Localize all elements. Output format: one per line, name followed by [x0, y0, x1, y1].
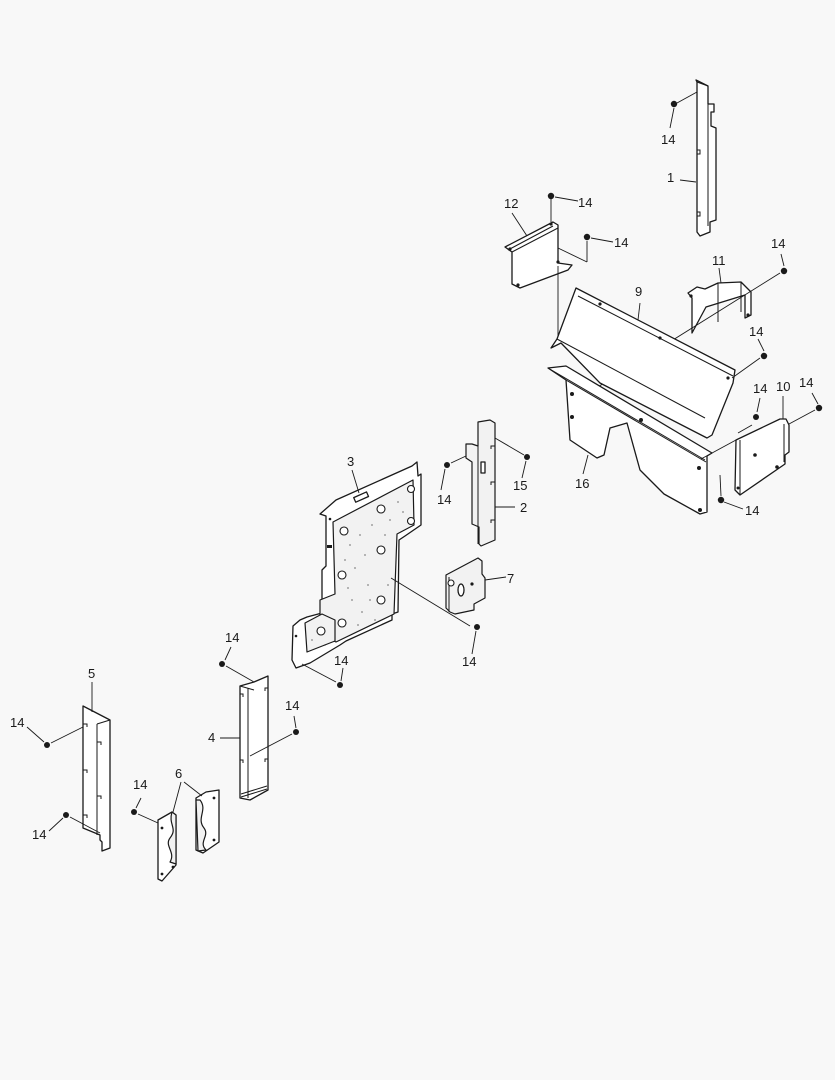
callout-label-part-10: 10 [776, 379, 790, 394]
callout-label-part-16: 16 [575, 476, 589, 491]
callout-label-screw-14: 14 [32, 827, 46, 842]
part-3-main-panel [291, 461, 471, 683]
part-7-small-plate [445, 557, 507, 615]
callout-label-screw-14: 14 [661, 132, 675, 147]
screw-icon [547, 192, 579, 222]
screw-icon [731, 338, 768, 379]
part-10-mount-plate [734, 396, 790, 496]
callout-label-screw-14: 14 [462, 654, 476, 669]
screw-icon [337, 667, 344, 688]
callout-label-screw-14: 14 [437, 492, 451, 507]
callout-label-part-3: 3 [347, 454, 354, 469]
screw-icon [521, 454, 530, 479]
part-12-top-bracket [504, 212, 573, 289]
callout-label-screw-14: 14 [771, 236, 785, 251]
part-11-corner-bracket [687, 267, 752, 334]
screw-icon [219, 646, 255, 683]
screw-icon [471, 624, 480, 655]
callout-label-part-4: 4 [208, 730, 215, 745]
callout-label-screw-14: 14 [799, 375, 813, 390]
stipple-texture [311, 501, 404, 646]
callout-label-screw-14: 14 [578, 195, 592, 210]
callout-label-part-15: 15 [513, 478, 527, 493]
callout-label-part-11: 11 [712, 253, 726, 268]
callout-label-part-6: 6 [175, 766, 182, 781]
part-5-vertical-rail [82, 682, 111, 852]
callout-label-part-7: 7 [507, 571, 514, 586]
screw-icon [557, 233, 614, 263]
screw-icon [788, 392, 823, 425]
screw-icon [753, 397, 761, 420]
screw-icon [249, 715, 299, 757]
callout-label-part-12: 12 [504, 196, 518, 211]
callout-label-screw-14: 14 [225, 630, 239, 645]
part-2-vertical-bracket [465, 419, 525, 547]
screw-icon [440, 455, 467, 491]
screw-icon [131, 797, 159, 824]
part-6-cable-clamp-pair [157, 781, 220, 882]
callout-label-screw-14: 14 [753, 381, 767, 396]
part-1-vertical-rail [676, 79, 717, 237]
screw-icon [48, 812, 101, 834]
screw-icon [669, 100, 678, 129]
callout-label-screw-14: 14 [614, 235, 628, 250]
callout-label-screw-14: 14 [285, 698, 299, 713]
callout-label-screw-14: 14 [745, 503, 759, 518]
callout-label-part-1: 1 [667, 170, 674, 185]
callout-label-screw-14: 14 [749, 324, 763, 339]
screw-icon [26, 726, 84, 748]
callout-label-screw-14: 14 [334, 653, 348, 668]
callout-label-screw-14: 14 [10, 715, 24, 730]
callout-label-part-5: 5 [88, 666, 95, 681]
part-4-vertical-channel [220, 675, 269, 801]
callout-labels: 1 2 3 4 5 6 7 9 10 11 12 15 16 14 14 14 … [10, 132, 813, 842]
callout-label-part-9: 9 [635, 284, 642, 299]
callout-label-screw-14: 14 [133, 777, 147, 792]
callout-label-part-2: 2 [520, 500, 527, 515]
screw-icon [717, 474, 744, 510]
